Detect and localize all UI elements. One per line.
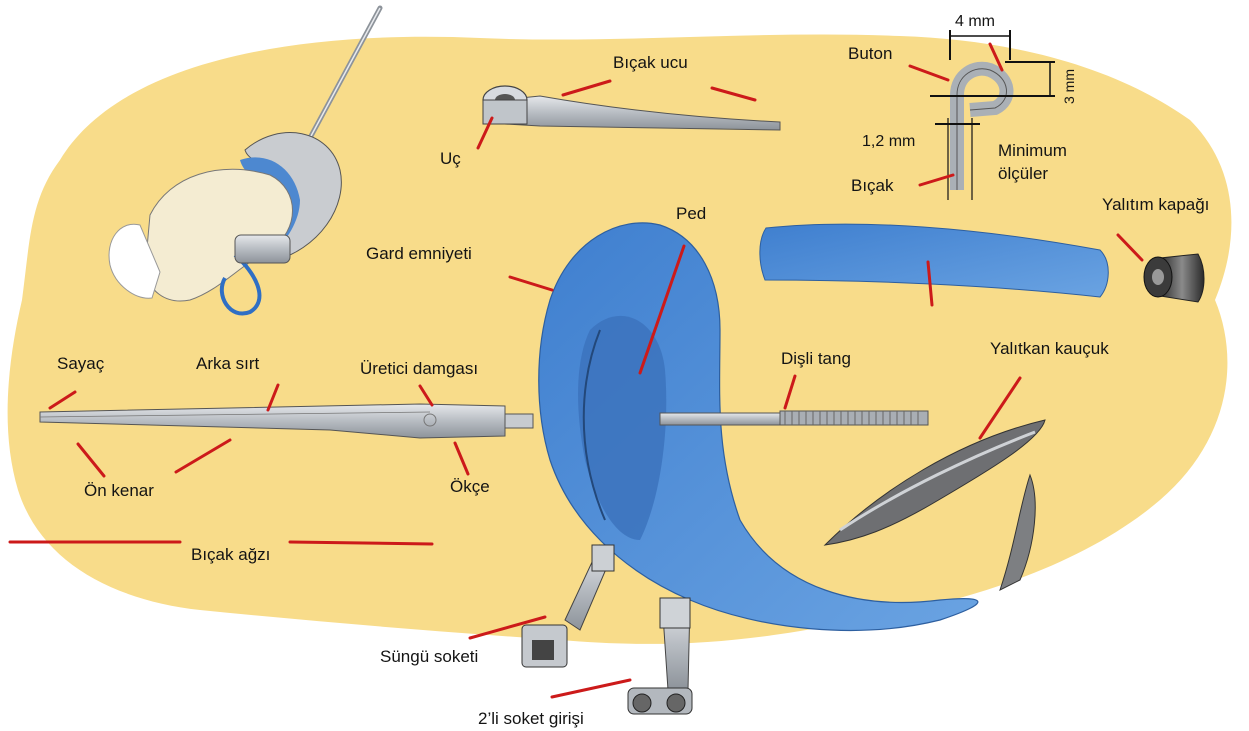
label-uc: Uç [440,150,461,167]
label-okce: Ökçe [450,478,490,495]
label-bicak-ucu: Bıçak ucu [613,54,688,71]
label-buton: Buton [848,45,892,62]
label-gard-emniyeti: Gard emniyeti [366,245,472,262]
label-arka-sirt: Arka sırt [196,355,259,372]
label-ikili-soket-girisi: 2’li soket girişi [478,710,584,727]
label-yalitkan-kaucuk: Yalıtkan kauçuk [990,340,1109,357]
label-ped: Ped [676,205,706,222]
threaded-tang [660,411,928,425]
label-3mm: 3 mm [1062,69,1076,104]
label-bicak-agzi: Bıçak ağzı [191,546,270,563]
leader-ikili-soket [552,680,630,697]
label-4mm: 4 mm [955,14,995,30]
label-sayac: Sayaç [57,355,104,372]
label-uretici-damgasi: Üretici damgası [360,360,478,377]
insulation-cap [1144,254,1204,302]
leader-bicak-agzi-right [290,542,432,544]
label-minimum-olculer: Minimum ölçüler [998,140,1096,186]
label-yalitim-kapagi: Yalıtım kapağı [1102,196,1209,213]
label-bicak: Bıçak [851,177,894,194]
label-sungu-soketi: Süngü soketi [380,648,478,665]
label-12mm: 1,2 mm [862,134,915,150]
label-on-kenar: Ön kenar [84,482,154,499]
label-disli-tang: Dişli tang [781,350,851,367]
